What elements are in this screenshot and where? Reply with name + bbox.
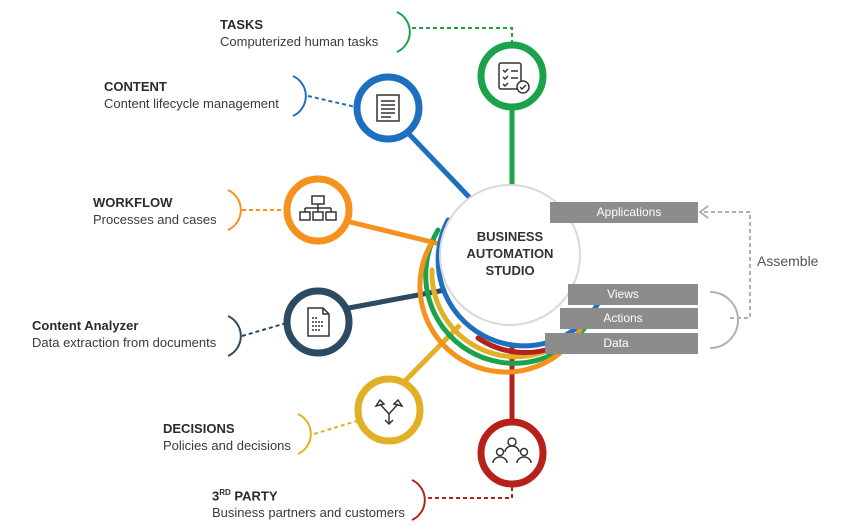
actions-bar: Actions (560, 308, 686, 329)
content-connector (407, 132, 472, 200)
decisions-circle (354, 375, 424, 445)
analyzer-title: Content Analyzer (32, 318, 139, 333)
content-label: CONTENT Content lifecycle management (104, 78, 279, 112)
content-dash (307, 95, 361, 109)
tasks-title: TASKS (220, 17, 264, 32)
thirdparty-dash (428, 484, 513, 499)
tasks-desc: Computerized human tasks (220, 34, 379, 49)
thirdparty-title-sup: RD (219, 488, 231, 497)
assemble-dash (702, 211, 751, 319)
decisions-desc: Policies and decisions (163, 438, 291, 453)
scan-document-icon (307, 307, 330, 337)
flowchart-icon (299, 195, 337, 221)
workflow-bracket (227, 189, 242, 231)
center-title: BUSINESS AUTOMATION STUDIO (445, 228, 575, 279)
workflow-desc: Processes and cases (93, 212, 217, 227)
assemble-arrowhead (698, 205, 709, 219)
applications-bar: Applications (560, 202, 698, 223)
thirdparty-title-rest: PARTY (230, 488, 278, 504)
split-arrows-icon (374, 398, 404, 426)
tasks-circle (477, 41, 547, 111)
workflow-title: WORKFLOW (93, 195, 173, 210)
decisions-label: DECISIONS Policies and decisions (163, 420, 291, 454)
data-bar: Data (545, 333, 687, 354)
analyzer-label: Content Analyzer Data extraction from do… (32, 317, 216, 351)
assemble-bracket (709, 291, 739, 349)
analyzer-desc: Data extraction from documents (32, 335, 217, 350)
center-line-2: AUTOMATION (466, 246, 554, 261)
thirdparty-title-num: 3 (212, 488, 220, 504)
center-line-1: BUSINESS (476, 229, 544, 244)
tasks-dash (412, 27, 513, 48)
thirdparty-circle (477, 418, 547, 488)
content-bracket (292, 75, 307, 117)
center-line-3: STUDIO (485, 263, 535, 278)
content-title: CONTENT (104, 79, 167, 94)
checklist-icon (498, 62, 530, 94)
thirdparty-title: 3RD PARTY (212, 484, 405, 504)
tasks-label: TASKS Computerized human tasks (220, 16, 378, 50)
analyzer-dash (241, 321, 291, 337)
tasks-bracket (396, 11, 411, 53)
workflow-arc (417, 239, 583, 375)
thirdparty-label: 3RD PARTY Business partners and customer… (212, 484, 405, 521)
workflow-label: WORKFLOW Processes and cases (93, 194, 217, 228)
assemble-label: Assemble (757, 253, 819, 269)
analyzer-bracket (227, 315, 242, 357)
views-bar: Views (568, 284, 678, 305)
people-icon (492, 437, 532, 464)
decisions-dash (313, 419, 361, 435)
decisions-title: DECISIONS (163, 421, 235, 436)
center-hub (439, 184, 581, 326)
workflow-connector (341, 217, 441, 247)
content-arc (435, 217, 603, 349)
document-icon (376, 94, 400, 122)
content-desc: Content lifecycle management (104, 96, 279, 111)
content-circle (353, 73, 423, 143)
decisions-bracket (297, 413, 312, 455)
thirdparty-bracket (411, 479, 426, 521)
thirdparty-desc: Business partners and customers (212, 505, 405, 521)
